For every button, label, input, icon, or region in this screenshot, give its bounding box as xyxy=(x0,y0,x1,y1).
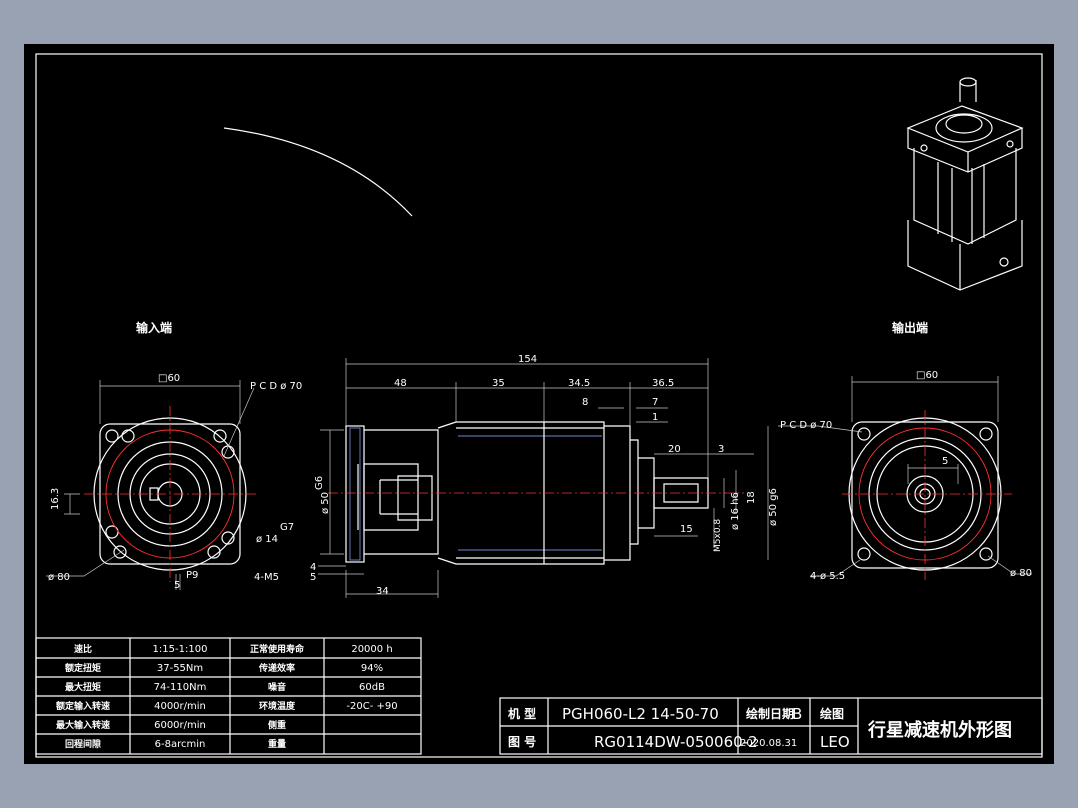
output-end-view xyxy=(778,376,1032,580)
output-outer-dim: ø 80 xyxy=(1010,568,1032,579)
spec-value-cell: 74-110Nm xyxy=(154,682,207,693)
pilot-50-dim: ø 50 xyxy=(320,492,331,514)
input-p9-dim: P9 xyxy=(186,570,198,581)
input-holes-dim: 4-M5 xyxy=(254,572,279,583)
isometric-view xyxy=(906,77,1024,291)
date-label: 绘制日期 xyxy=(746,706,794,721)
dim-8: 8 xyxy=(582,397,588,408)
spec-label-cell: 传递效率 xyxy=(258,662,295,674)
construction-arc xyxy=(223,127,413,217)
spec-table-grid xyxy=(35,637,422,755)
spec-label-cell: 侧重 xyxy=(268,719,286,731)
seg2-dim: 35 xyxy=(492,378,505,389)
dim-4: 4 xyxy=(310,562,316,573)
drawing-title: 行星减速机外形图 xyxy=(867,719,1012,741)
pilot-50g6-dim: ø 50 g6 xyxy=(768,488,779,526)
input-key-dim: 5 xyxy=(174,580,180,591)
spec-value-cell: 94% xyxy=(361,663,383,674)
spec-label-cell: 回程间隙 xyxy=(65,738,101,750)
dim-3: 3 xyxy=(718,444,724,455)
output-pcd-dim: P C D ø 70 xyxy=(780,420,832,431)
spec-value-cell: 6-8arcmin xyxy=(155,739,206,750)
input-pcd-dim: P C D ø 70 xyxy=(250,381,302,392)
dim-5: 5 xyxy=(310,572,316,583)
output-key-dim: 5 xyxy=(942,456,948,467)
input-end-label: 输入端 xyxy=(136,320,172,335)
dim-18: 18 xyxy=(746,491,757,504)
drawn-value: LEO xyxy=(820,733,850,751)
input-square-dim: □60 xyxy=(158,373,180,384)
dim-15: 15 xyxy=(680,524,693,535)
drawing-no-value: RG0114DW-050060-2 xyxy=(594,733,758,751)
drawn-label: 绘图 xyxy=(820,706,844,721)
spec-value-cell: -20C- +90 xyxy=(346,701,397,712)
spec-label-cell: 最大扭矩 xyxy=(65,681,101,693)
spec-value-cell: 20000 h xyxy=(351,644,392,655)
spec-label-cell: 重量 xyxy=(268,738,286,750)
spec-table: 速比 1:15-1:100 正常使用寿命 20000 h 额定扭矩 37-55Nm 传递效率… xyxy=(56,643,398,750)
dim-20: 20 xyxy=(668,444,681,455)
input-outer-dim: ø 80 xyxy=(48,572,70,583)
spec-label-cell: 额定输入转速 xyxy=(56,700,110,712)
spec-label-cell: 噪音 xyxy=(268,681,286,693)
seg3-dim: 34.5 xyxy=(568,378,590,389)
model-value: PGH060-L2 14-50-70 xyxy=(562,705,719,723)
spec-label-cell: 额定扭矩 xyxy=(65,662,101,674)
spec-label-cell: 环境温度 xyxy=(259,700,296,712)
input-bore-dim: ø 14 xyxy=(256,534,278,545)
spec-value-cell: 60dB xyxy=(359,682,385,693)
model-label: 机 型 xyxy=(508,706,536,721)
spec-value-cell: 6000r/min xyxy=(154,720,206,731)
output-holes-dim: 4-ø 5.5 xyxy=(810,571,845,582)
spec-value-cell: 37-55Nm xyxy=(157,663,203,674)
spec-label-cell: 速比 xyxy=(74,643,92,655)
seg1-dim: 48 xyxy=(394,378,407,389)
cad-viewport[interactable]: 输入端 输出端 □60 P C D ø 70 16.3 G7 ø 14 ø 80… xyxy=(24,44,1054,764)
input-g7-dim: G7 xyxy=(280,522,294,533)
output-square-dim: □60 xyxy=(916,370,938,381)
output-end-label: 输出端 xyxy=(892,320,928,335)
drawing-no-label: 图 号 xyxy=(508,734,536,749)
dim-34: 34 xyxy=(376,586,389,597)
side-view xyxy=(318,358,769,598)
spec-value-cell: 1:15-1:100 xyxy=(153,644,208,655)
drawing-canvas: 输入端 输出端 □60 P C D ø 70 16.3 G7 ø 14 ø 80… xyxy=(35,53,1043,758)
g6-dim: G6 xyxy=(314,476,325,490)
title-block-grid xyxy=(499,697,1043,755)
shaft-16-dim: ø 16 h6 xyxy=(730,492,741,530)
spec-label-cell: 正常使用寿命 xyxy=(250,643,305,655)
dim-1: 1 xyxy=(652,412,658,423)
dim-7: 7 xyxy=(652,397,658,408)
input-dim-16-3: 16.3 xyxy=(50,488,61,510)
input-end-view xyxy=(46,380,256,590)
thread-dim: M5x0.8 xyxy=(713,519,723,552)
date-value: 2020.08.31 xyxy=(740,738,797,749)
seg4-dim: 36.5 xyxy=(652,378,674,389)
spec-value-cell: 4000r/min xyxy=(154,701,206,712)
revision-value: B xyxy=(792,705,802,723)
overall-length-dim: 154 xyxy=(518,354,537,365)
drawing-frame xyxy=(35,53,1043,758)
spec-label-cell: 最大输入转速 xyxy=(56,719,110,731)
